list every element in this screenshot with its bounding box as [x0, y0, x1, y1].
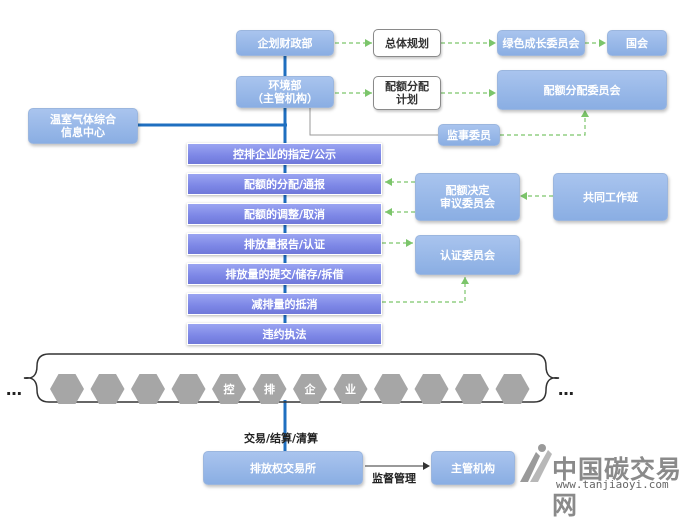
- hexagon: [495, 374, 530, 404]
- hexagon: [333, 374, 368, 404]
- process-step: 排放量报告/认证: [187, 233, 382, 255]
- ellipsis-left: …: [6, 380, 23, 399]
- hexagon-label: 控: [224, 382, 235, 396]
- emissions-trading-diagram: 控 排 企 业 企划财政部 总体规划 绿色成长委员会 国会 环境部 （主管机构） 配额…: [6, 29, 681, 520]
- hexagon-row: 控排企业: [50, 374, 530, 404]
- process-step: 违约执法: [187, 323, 382, 345]
- allocation-plan-node: 配额分配 计划: [373, 76, 441, 110]
- hexagon: [212, 374, 246, 404]
- ministry-supervisory-line: [309, 105, 438, 136]
- hexagon: [293, 374, 327, 404]
- hexagon: [90, 374, 125, 404]
- certification-committee-node: 认证委员会: [415, 235, 520, 275]
- hexagon: [414, 374, 449, 404]
- hexagon: [131, 374, 165, 404]
- dash-step6-cert: [382, 277, 466, 303]
- environment-ministry-node: 环境部 （主管机构）: [236, 76, 334, 108]
- connector-lines: 控排企业: [23, 39, 606, 482]
- process-step: 控排企业的指定/公示: [187, 143, 382, 165]
- hexagon: [374, 374, 408, 404]
- process-step: 减排量的抵消: [187, 293, 382, 315]
- authority-node: 主管机构: [431, 451, 515, 485]
- supervisory-committee-node: 监事委员: [438, 124, 500, 146]
- master-plan-node: 总体规划: [373, 29, 441, 57]
- planning-finance-node: 企划财政部: [236, 30, 334, 56]
- brand-logo-icon: [520, 444, 552, 482]
- ghg-center-node: 温室气体综合 信息中心: [28, 108, 138, 144]
- hexagon: [252, 374, 287, 404]
- dash-supervisory-committee: [500, 110, 586, 136]
- hexagon-bracket: [23, 353, 560, 403]
- hexagon-label: 业: [345, 382, 356, 396]
- watermark-url: www.tanjiaoyi.com: [556, 478, 669, 491]
- hexagon-label: 排: [264, 382, 275, 396]
- supervision-label: 监督管理: [372, 472, 416, 485]
- hexagon: [455, 374, 489, 404]
- quota-review-node: 配额决定 审议委员会: [415, 173, 520, 221]
- process-step: 配额的分配/通报: [187, 173, 382, 195]
- process-step: 配额的调整/取消: [187, 203, 382, 225]
- joint-working-group-node: 共同工作班: [553, 173, 668, 221]
- green-growth-node: 绿色成长委员会: [497, 30, 585, 56]
- hexagon: [171, 374, 206, 404]
- process-step: 排放量的提交/储存/拆借: [187, 263, 382, 285]
- trade-settle-label: 交易/结算/清算: [244, 432, 319, 445]
- allocation-committee-node: 配额分配委员会: [497, 70, 667, 110]
- ellipsis-right: …: [558, 380, 575, 399]
- hexagon: [50, 374, 84, 404]
- exchange-node: 排放权交易所: [203, 451, 363, 485]
- hexagon-label: 企: [304, 382, 317, 396]
- national-assembly-node: 国会: [607, 30, 667, 56]
